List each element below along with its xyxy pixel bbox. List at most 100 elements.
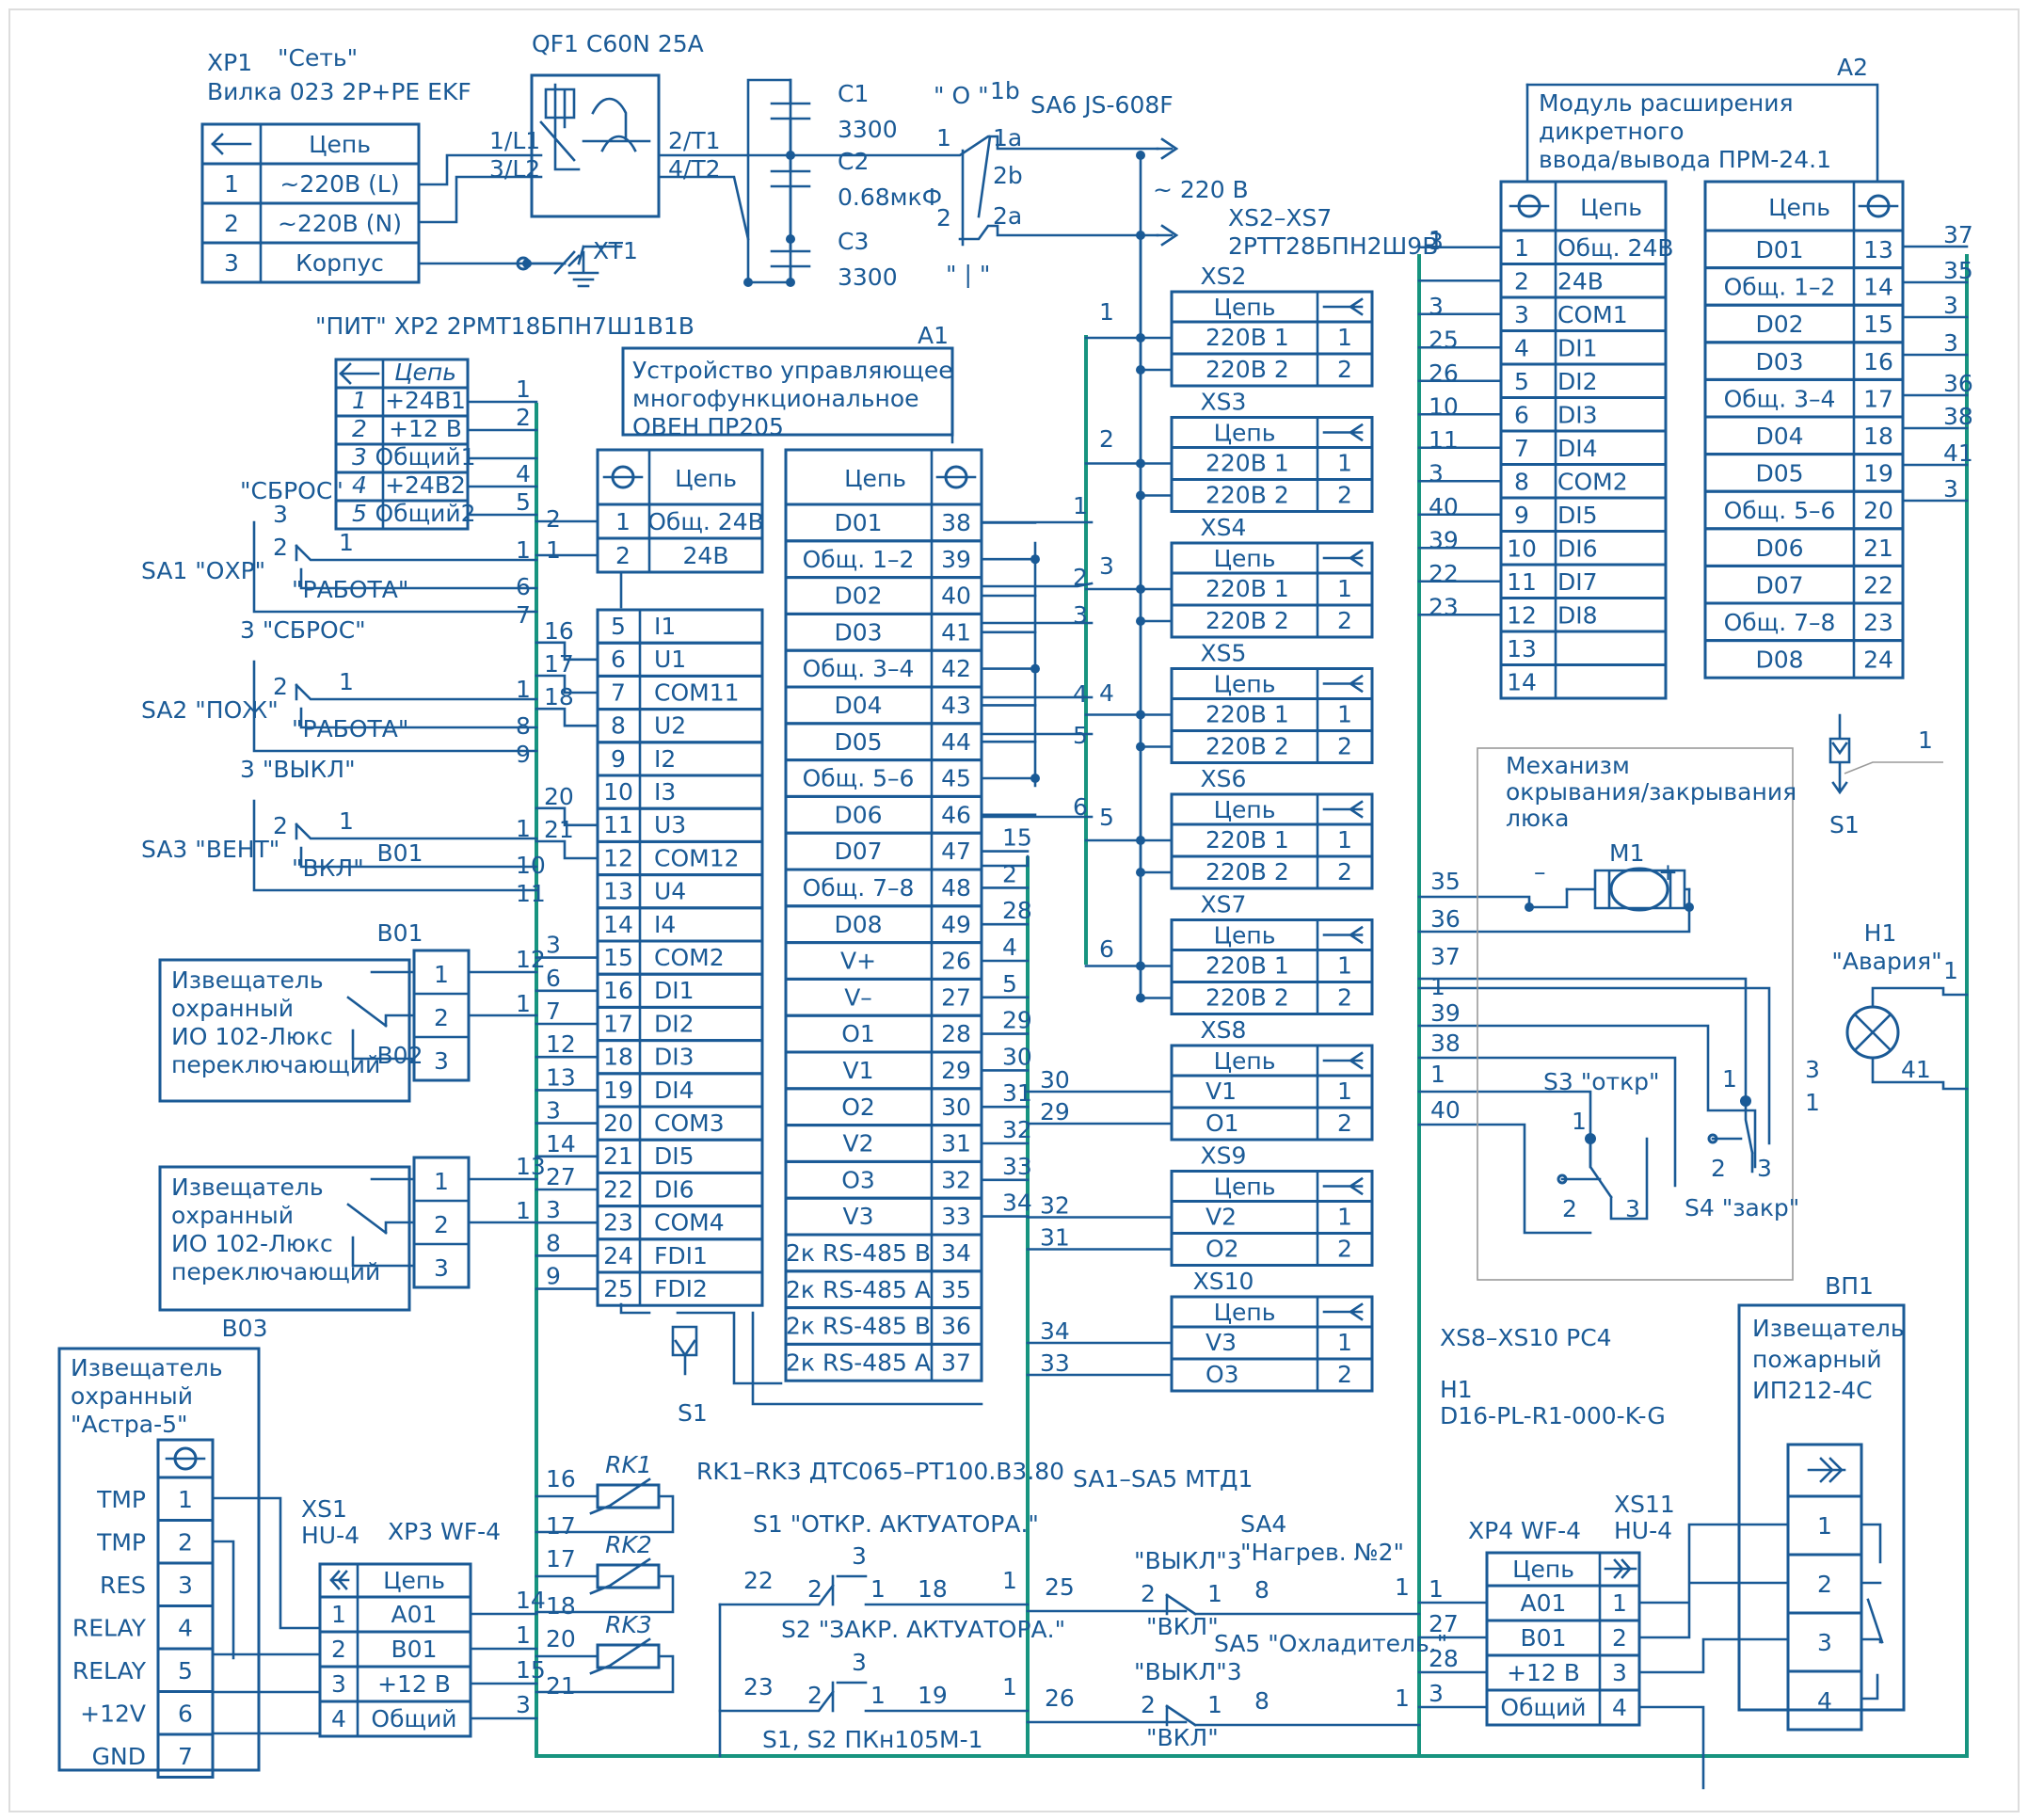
xs-ref: XS3	[1201, 389, 1247, 416]
a1-out-signal: 2к RS-485 A	[786, 1276, 931, 1303]
a1-out-signal: Общ. 7–8	[803, 874, 915, 902]
a1-wire: 7	[546, 998, 561, 1025]
sa-wire: 8	[516, 712, 531, 740]
xs-header-label: Цепь	[1214, 671, 1276, 698]
mech-wire: 36	[1430, 905, 1461, 933]
xs-signal: 220В 2	[1206, 482, 1289, 509]
xs1-signal: +12 В	[377, 1670, 451, 1698]
a1-pin: 14	[603, 911, 633, 938]
junction-dot	[786, 151, 795, 160]
xp1-table-cell: 2	[224, 210, 239, 237]
a2-signal: 24В	[1557, 268, 1604, 295]
a1-signal: DI3	[654, 1044, 695, 1071]
a1-pin: 17	[603, 1010, 633, 1037]
a1-ref: A1	[918, 322, 949, 349]
xs-wire: 30	[1040, 1066, 1070, 1094]
qf1-t3: 2/T1	[668, 127, 721, 154]
qf1-coil	[582, 97, 651, 152]
xs1-wire: 3	[516, 1691, 531, 1718]
xp1-table-row	[200, 241, 421, 284]
a1-out-signal: 2к RS-485 B	[786, 1313, 931, 1340]
a2-out-signal: Общ. 1–2	[1724, 274, 1836, 301]
a1-pin: 18	[603, 1044, 633, 1071]
a1-wire: 6	[546, 965, 561, 992]
sa-pin: 2	[1141, 1691, 1156, 1718]
a2-out-signal: D03	[1755, 348, 1803, 375]
junction-dot	[1030, 554, 1040, 565]
a2-out-wire: 38	[1943, 403, 1973, 430]
wire	[211, 1496, 322, 1735]
a2-left-row	[1499, 663, 1668, 700]
qf1-t4: 4/T2	[668, 155, 721, 183]
a1-out-signal: 2к RS-485 A	[786, 1349, 931, 1376]
thermistor-icon	[589, 1477, 651, 1515]
a1-out-pin: 39	[941, 546, 971, 573]
mech-wire: 1	[1430, 973, 1445, 1000]
a1-out-pin: 49	[941, 911, 971, 938]
wire	[553, 250, 576, 275]
xs-wire: 2	[1073, 564, 1088, 591]
xp4-row	[1485, 1688, 1641, 1727]
a1-out-signal: D05	[834, 728, 882, 756]
mech-wire: 38	[1430, 1030, 1461, 1057]
b02-pin: 1	[434, 1168, 449, 1195]
rk-wire: 17	[546, 1545, 576, 1573]
a2-out-signal: D01	[1755, 236, 1803, 263]
motor-icon	[1609, 867, 1669, 912]
b03-pin: 3	[178, 1572, 193, 1599]
xs-wire: 34	[1040, 1317, 1070, 1345]
xs1-signal: B01	[391, 1636, 438, 1663]
xp2-signal: +24В1	[385, 387, 466, 414]
a1-out-pin: 47	[941, 838, 971, 865]
a1-out-pin: 48	[941, 874, 971, 902]
a1-out-pin: 41	[941, 618, 971, 646]
a1-out-pin: 45	[941, 765, 971, 792]
a1-pin: 7	[611, 679, 626, 706]
a1-out-pin: 31	[941, 1130, 971, 1157]
wire	[535, 674, 599, 694]
wire	[535, 707, 599, 727]
xs-row	[1170, 854, 1374, 890]
a2-signal: DI2	[1557, 368, 1598, 395]
xs-ref: XS2	[1201, 263, 1247, 290]
motor-dot	[1685, 902, 1694, 912]
xp2-pin: 3	[352, 443, 367, 471]
a2-wire: 1	[1429, 226, 1444, 253]
xs1-pin: 2	[331, 1636, 346, 1663]
mech-title: люка	[1506, 805, 1569, 832]
a1-pin: 15	[603, 944, 633, 971]
a1-out-pin: 26	[941, 948, 971, 975]
xp1-table-cell: 1	[224, 170, 239, 198]
xs-pin: 2	[1337, 858, 1352, 886]
s1-label: S1	[1829, 811, 1860, 838]
thermistor-icon	[589, 1637, 651, 1675]
a1-pin: 21	[603, 1142, 633, 1170]
junction-dot	[1136, 868, 1145, 877]
sa-wire: 1	[516, 676, 531, 703]
a2-out-pin: 14	[1863, 274, 1893, 301]
xp2-wire: 4	[516, 460, 531, 487]
sa-name: SA2 "ПОЖ"	[141, 696, 279, 724]
s4-contact	[1707, 1133, 1718, 1144]
xp4-pin: 3	[1612, 1659, 1627, 1686]
a1-pin: 6	[611, 646, 626, 673]
xp4-header-label: Цепь	[1512, 1556, 1574, 1583]
a1-out-wire: 15	[1002, 824, 1032, 852]
wire	[1026, 1341, 1174, 1377]
a1-out-pin: 35	[941, 1276, 971, 1303]
xs-signal: 220В 2	[1206, 356, 1289, 383]
sa-wire: 1	[1395, 1684, 1410, 1712]
xs-signal: O2	[1206, 1236, 1239, 1263]
rk-wire: 21	[546, 1672, 576, 1700]
a2-leader: 1	[1918, 726, 1933, 754]
s4-pin: 3	[1757, 1155, 1772, 1182]
s-pin: 2	[807, 1575, 822, 1603]
xs-wire: 3	[1099, 552, 1114, 580]
thermistor-body	[596, 1483, 661, 1509]
a1-pin: 12	[603, 844, 633, 871]
xp4-wire: 27	[1429, 1610, 1459, 1637]
junction-dot	[786, 234, 795, 244]
xs-wire: 4	[1099, 679, 1114, 707]
junction-dot	[1136, 616, 1145, 626]
